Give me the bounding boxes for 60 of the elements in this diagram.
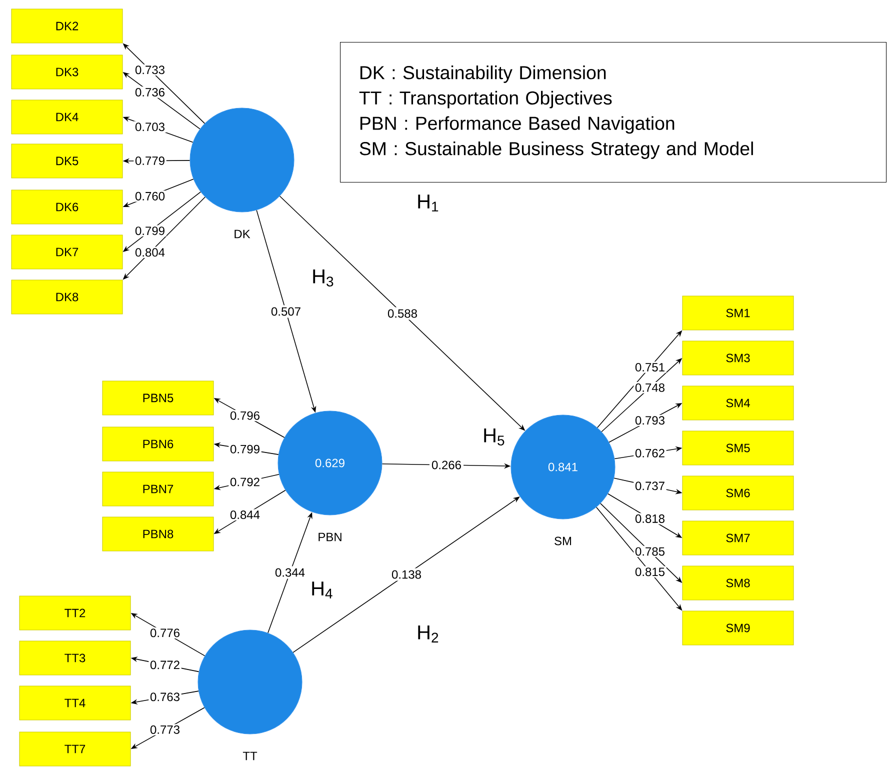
edge-label: 0.733: [134, 64, 166, 76]
indicator-box: PBN8: [102, 516, 214, 552]
edge-label: 0.793: [634, 414, 666, 426]
indicator-box: SM6: [682, 476, 794, 510]
indicator-box: DK6: [11, 190, 123, 224]
edge-label: 0.818: [634, 513, 666, 524]
edge-label: 0.799: [134, 225, 166, 236]
indicator-box: TT2: [19, 596, 131, 630]
edge-label: 0.703: [134, 121, 166, 132]
edge-label: 0.507: [269, 305, 304, 318]
edge-label: 0.736: [134, 86, 166, 98]
edge-label: 0.804: [134, 246, 166, 258]
indicator-box: SM1: [682, 296, 794, 330]
edge-label: 0.844: [228, 509, 262, 520]
edge-label: 0.344: [273, 566, 308, 579]
edge-label: 0.266: [430, 458, 464, 472]
construct-label: PBN: [318, 532, 342, 542]
hypothesis-label: H$_{4}$: [312, 582, 332, 598]
edge-label: 0.792: [228, 476, 262, 488]
indicator-box: SM8: [682, 566, 794, 600]
indicator-box: DK4: [11, 100, 123, 134]
indicator-box: SM4: [682, 386, 794, 420]
edge-label: 0.776: [148, 627, 182, 638]
edge-label: 0.815: [634, 566, 666, 578]
edge-label: 0.773: [148, 724, 182, 736]
construct-label: SM: [554, 536, 572, 546]
edge-label: 0.785: [634, 546, 666, 558]
hypothesis-label: H$_{5}$: [484, 428, 504, 446]
indicator-box: TT3: [19, 640, 131, 676]
indicator-box: TT7: [19, 732, 131, 766]
indicator-box: PBN7: [102, 472, 214, 506]
indicator-box: SM9: [682, 610, 794, 646]
edge-label: 0.751: [634, 362, 666, 373]
indicator-box: SM7: [682, 520, 794, 556]
edge-label: 0.748: [634, 382, 666, 394]
edge-label: 0.138: [390, 568, 424, 581]
edge-label: 0.588: [386, 307, 420, 320]
indicator-box: PBN5: [102, 380, 214, 416]
hypothesis-label: H$_{2}$: [418, 626, 438, 642]
indicator-box: TT4: [19, 686, 131, 720]
indicator-box: DK5: [11, 144, 123, 178]
indicator-box: SM5: [682, 430, 794, 466]
hypothesis-label: H$_{3}$: [313, 269, 334, 287]
indicator-box: PBN6: [102, 426, 214, 462]
indicator-box: DK2: [11, 8, 123, 44]
edge-label: 0.779: [134, 155, 166, 166]
construct-label: TT: [242, 752, 258, 760]
indicator-box: SM3: [682, 340, 794, 376]
indicator-box: DK8: [11, 280, 123, 314]
indicator-box: DK7: [11, 234, 123, 270]
edge-label: 0.762: [634, 448, 666, 459]
construct-label: DK: [234, 230, 250, 238]
legend-box: DK : Sustainability Dimension TT : Transportation Objectives PBN : Performance Based Navigation SM : Sustainable Business Strategy and Model: [340, 42, 887, 183]
edge-label: 0.799: [228, 444, 262, 455]
edge-label: 0.763: [148, 691, 182, 702]
edge-label: 0.796: [228, 410, 262, 422]
edge-label: 0.760: [134, 190, 166, 202]
edge-label: 0.772: [148, 659, 182, 670]
indicator-box: DK3: [11, 54, 123, 90]
edge-label: 0.737: [634, 480, 666, 492]
